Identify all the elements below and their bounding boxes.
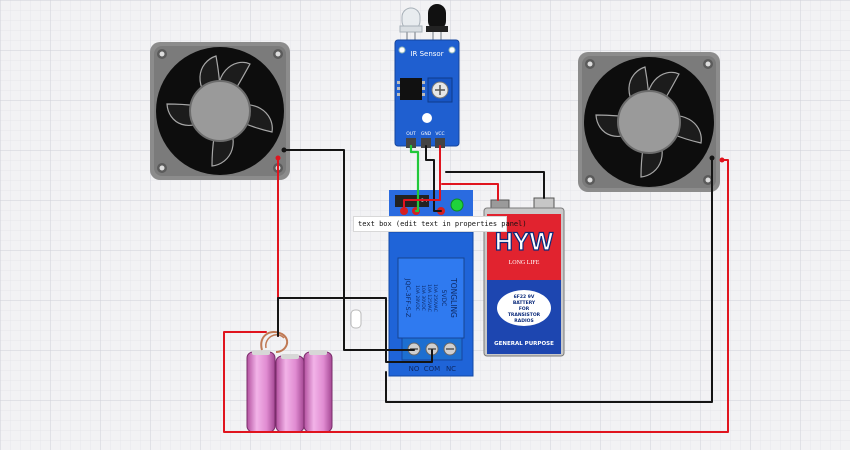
battery-9v[interactable]: HYW LONG LIFE 6F22 9V BATTERY FOR TRANSI… bbox=[483, 197, 565, 357]
relay-terminal-no: NO bbox=[409, 365, 420, 373]
relay-terminal-nc: NC bbox=[446, 365, 456, 373]
wire-black-fan-right bbox=[385, 157, 713, 403]
ir-pin-gnd-label: GND bbox=[421, 131, 432, 137]
relay-model: JQC-3FF-S-Z bbox=[404, 278, 412, 318]
relay-power-led bbox=[450, 198, 464, 212]
relay-brand: TONGLING bbox=[449, 277, 458, 318]
cell-pack[interactable] bbox=[246, 331, 333, 433]
battery-type: 6F22 9V bbox=[514, 294, 535, 300]
ir-pin-header[interactable] bbox=[406, 138, 445, 148]
battery-footer: GENERAL PURPOSE bbox=[494, 341, 554, 347]
battery-desc-2: FOR bbox=[519, 306, 530, 312]
cell-pack-icon bbox=[246, 350, 333, 433]
text-box[interactable]: text box (edit text in properties panel) bbox=[353, 216, 527, 232]
ir-sensor-label: IR Sensor bbox=[410, 50, 443, 58]
relay-label-block: TONGLING 5VDC 10A 250VAC 10A 125VAC 10A … bbox=[404, 277, 458, 318]
wire-junction bbox=[350, 309, 362, 329]
battery-brand: HYW bbox=[495, 228, 554, 256]
battery-tagline: LONG LIFE bbox=[509, 260, 540, 266]
wires bbox=[223, 144, 729, 433]
wire-black-gnd-ir bbox=[425, 145, 442, 212]
wire-black-battery-neg bbox=[445, 171, 545, 199]
battery-desc-4: RADIOS bbox=[514, 318, 533, 324]
wire-black-fan-left bbox=[283, 149, 415, 351]
ir-sensor[interactable]: IR Sensor OUT GND VCC bbox=[394, 4, 460, 148]
wire-black-pack-com bbox=[277, 297, 433, 363]
relay-voltage: 5VDC bbox=[440, 290, 447, 307]
battery-desc-1: BATTERY bbox=[513, 300, 536, 306]
wire-red-vcc-ir bbox=[403, 145, 441, 212]
ir-pin-out-label: OUT bbox=[406, 131, 416, 137]
battery-desc-3: TRANSISTOR bbox=[508, 312, 541, 318]
relay-terminal-com: COM bbox=[424, 365, 440, 373]
wire-red-fan-right bbox=[223, 159, 729, 433]
relay-rating-4: 10A 28VDC bbox=[414, 285, 420, 311]
wire-green-signal bbox=[409, 144, 420, 213]
ir-pin-vcc-label: VCC bbox=[435, 131, 444, 137]
relay-rating-3: 10A 30VDC bbox=[420, 285, 426, 311]
relay-rating-2: 10A 125VAC bbox=[426, 284, 432, 312]
wire-red-battery-pos bbox=[441, 183, 499, 201]
relay-rating-1: 10A 250VAC bbox=[432, 284, 438, 312]
fan-left[interactable] bbox=[150, 42, 290, 180]
fan-right[interactable] bbox=[578, 52, 720, 192]
